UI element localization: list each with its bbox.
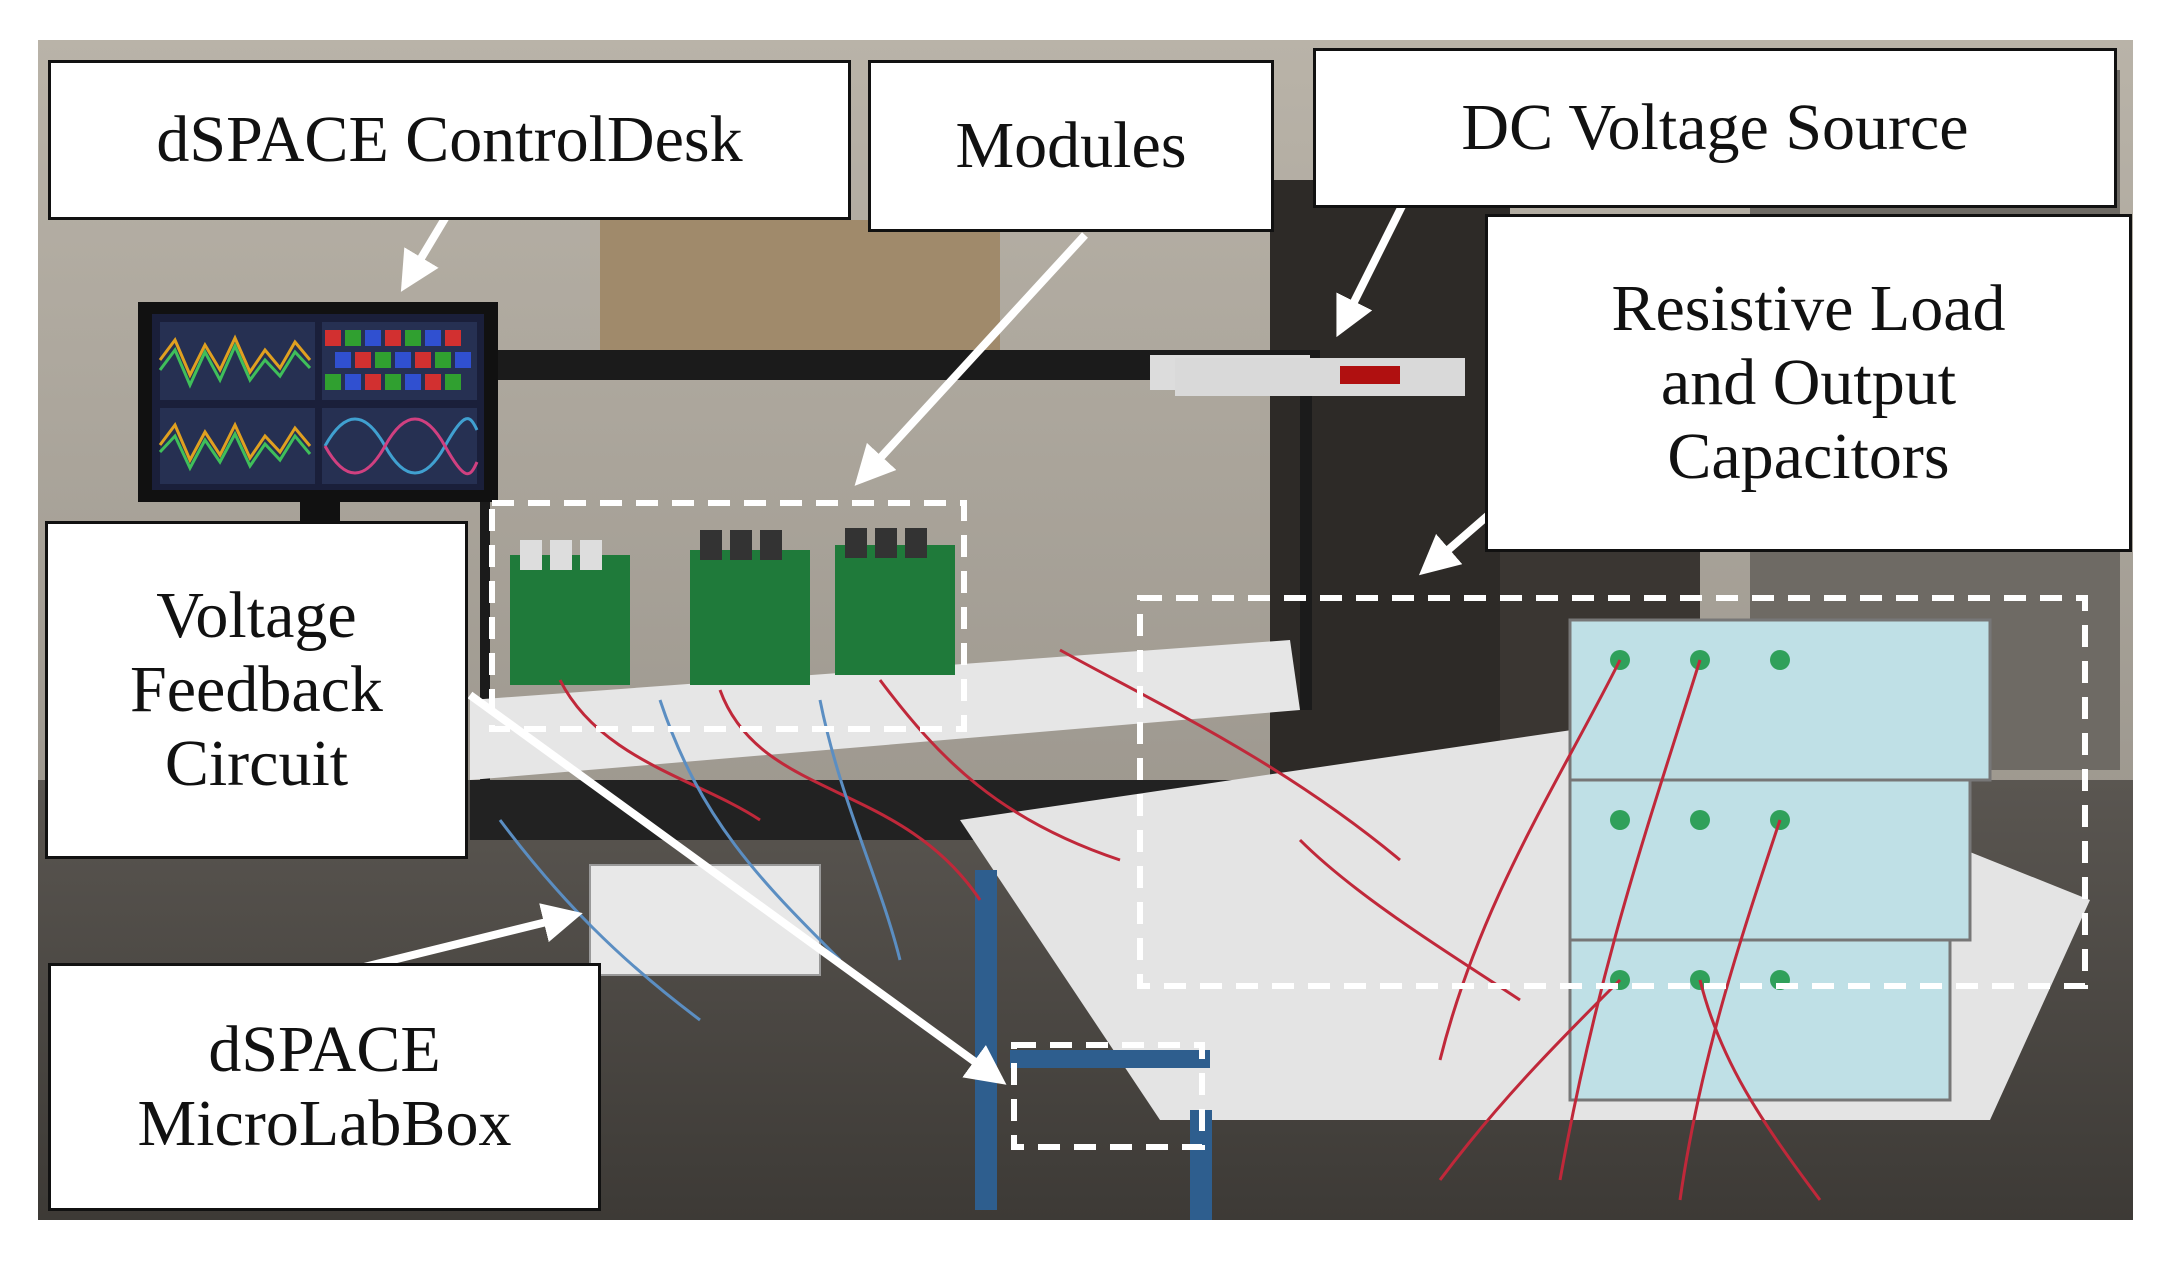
- label-modules: Modules: [868, 60, 1274, 232]
- dc-source: [1175, 358, 1465, 396]
- label-dspace-controldesk: dSPACE ControlDesk: [48, 60, 851, 220]
- label-dspace-microlabbox: dSPACE MicroLabBox: [48, 963, 601, 1211]
- pcb-modules: [510, 528, 955, 685]
- label-voltage-feedback: Voltage Feedback Circuit: [45, 521, 468, 859]
- label-resistive-load: Resistive Load and Output Capacitors: [1485, 214, 2132, 552]
- load-bank: [1568, 618, 1992, 1102]
- label-dc-voltage-source: DC Voltage Source: [1313, 48, 2117, 208]
- monitor: [138, 302, 498, 532]
- dashed-highlight-box: [489, 500, 2088, 1150]
- blue-wires: [498, 699, 902, 1022]
